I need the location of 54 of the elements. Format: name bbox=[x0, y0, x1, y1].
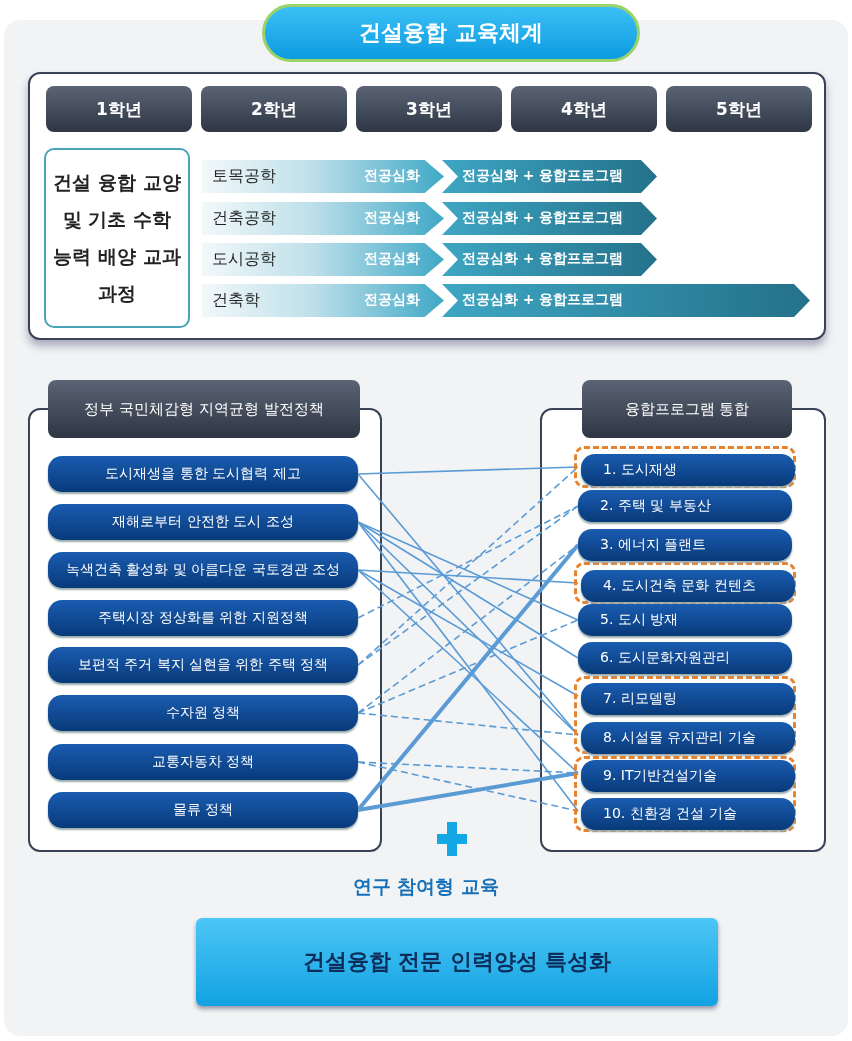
program-pill: 9. IT기반건설기술 bbox=[581, 760, 795, 792]
caption-text: 연구 참여형 교육 bbox=[351, 874, 501, 899]
year-header: 1학년 bbox=[46, 86, 192, 132]
stage-label: 전공심화 bbox=[364, 250, 420, 268]
policy-pill: 주택시장 정상화를 위한 지원정책 bbox=[48, 600, 358, 636]
group-outline bbox=[574, 676, 796, 754]
connector-line bbox=[357, 505, 579, 619]
year-header: 4학년 bbox=[511, 86, 657, 132]
stage-label: 전공심화 bbox=[364, 209, 420, 227]
connector-line bbox=[357, 544, 579, 714]
group-outline bbox=[574, 562, 796, 604]
program-pill: 1. 도시재생 bbox=[581, 454, 795, 486]
connector-line bbox=[357, 619, 579, 714]
panel-header: 정부 국민체감형 지역균형 발전정책 bbox=[48, 380, 360, 438]
policy-pill: 재해로부터 안전한 도시 조성 bbox=[48, 504, 358, 540]
connector-line bbox=[357, 521, 579, 736]
program-pill: 7. 리모델링 bbox=[581, 683, 795, 715]
group-outline bbox=[574, 446, 796, 488]
title-banner: 건설융합 교육체계 bbox=[262, 4, 640, 62]
connector-line bbox=[357, 712, 579, 736]
stage-label: 전공심화 bbox=[364, 167, 420, 185]
program-pill: 6. 도시문화자원관리 bbox=[578, 642, 792, 674]
connector-line bbox=[357, 521, 579, 621]
policy-pill: 교통자동차 정책 bbox=[48, 744, 358, 780]
program-pill: 2. 주택 및 부동산 bbox=[578, 490, 792, 522]
program-pill: 10. 친환경 건설 기술 bbox=[581, 798, 795, 830]
panel-frame bbox=[28, 72, 826, 340]
policy-pill: 도시재생을 통한 도시협력 제고 bbox=[48, 456, 358, 492]
year-header: 2학년 bbox=[201, 86, 347, 132]
connector-line bbox=[357, 771, 579, 812]
group-outline bbox=[574, 756, 796, 832]
policy-pill: 보편적 주거 복지 실현을 위한 주택 정책 bbox=[48, 647, 358, 683]
year-header: 3학년 bbox=[356, 86, 502, 132]
major-name: 도시공학 bbox=[212, 249, 276, 270]
year-header: 5학년 bbox=[666, 86, 812, 132]
policy-pill: 녹색건축 활성화 및 아름다운 국토경관 조성 bbox=[48, 552, 358, 588]
program-pill: 8. 시설물 유지관리 기술 bbox=[581, 722, 795, 754]
program-pill: 5. 도시 방재 bbox=[578, 604, 792, 636]
panel-header: 융합프로그램 통합 bbox=[582, 380, 792, 438]
connector-line bbox=[357, 569, 579, 774]
policy-pill: 수자원 정책 bbox=[48, 695, 358, 731]
result-box: 건설융합 전문 인력양성 특성화 bbox=[196, 918, 718, 1006]
connector-line bbox=[357, 473, 579, 736]
major-name: 건축학 bbox=[212, 290, 260, 311]
connector-line bbox=[357, 466, 579, 475]
major-name: 건축공학 bbox=[212, 208, 276, 229]
program-pill: 4. 도시건축 문화 컨텐츠 bbox=[581, 570, 795, 602]
major-name: 토목공학 bbox=[212, 166, 276, 187]
course-box: 건설 융합 교양 및 기초 수학 능력 배양 교과 과정 bbox=[44, 148, 190, 328]
connector-line bbox=[357, 761, 579, 812]
policy-pill: 물류 정책 bbox=[48, 792, 358, 828]
program-pill: 3. 에너지 플랜트 bbox=[578, 529, 792, 561]
connector-line bbox=[357, 569, 579, 584]
stage-label: 전공심화 bbox=[364, 291, 420, 309]
